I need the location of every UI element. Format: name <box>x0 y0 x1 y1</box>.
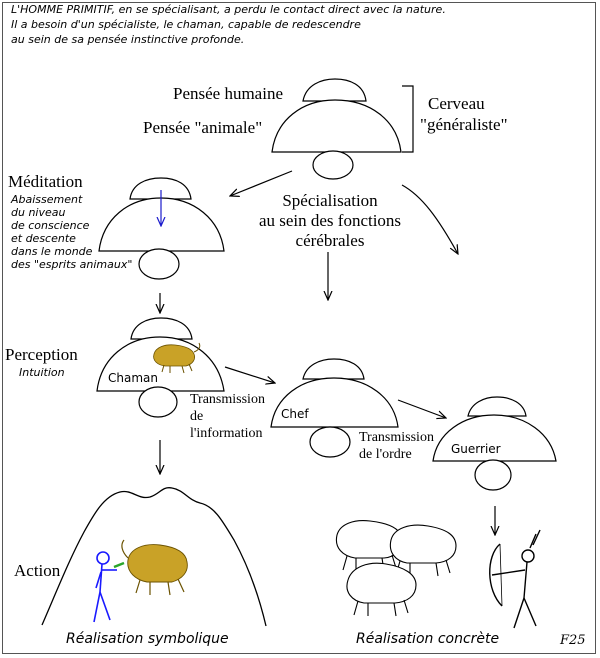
specialisation-line-1: Spécialisation <box>282 191 378 210</box>
transmission-info-2: de <box>190 409 204 424</box>
arrow-chef-to-guerrier <box>397 399 446 418</box>
label-chef: Chef <box>281 407 309 421</box>
bison-perception-icon <box>153 342 201 374</box>
meditation-note-3: de conscience <box>11 219 90 232</box>
meditation-note-6: des "esprits animaux" <box>11 258 133 271</box>
brain-chef <box>270 358 399 458</box>
label-cerveau: Cerveau <box>428 94 485 113</box>
arrow-chaman-to-chef <box>224 366 275 383</box>
label-pensee-humaine: Pensée humaine <box>173 84 283 103</box>
transmission-info-1: Transmission <box>190 392 265 407</box>
bracket-cerveau <box>402 85 414 153</box>
signature: F25 <box>560 633 586 648</box>
label-chaman: Chaman <box>108 371 158 385</box>
specialisation-line-3: cérébrales <box>295 231 365 250</box>
intro-line-2: Il a besoin d'un spécialiste, le chaman,… <box>11 18 361 31</box>
meditation-note-5: dans le monde <box>11 245 93 258</box>
meditation-note-1: Abaissement <box>11 193 83 206</box>
label-action: Action <box>14 561 61 580</box>
cave-outline <box>41 487 267 627</box>
label-pensee-animale: Pensée "animale" <box>143 118 263 137</box>
meditation-note-4: et descente <box>11 232 76 245</box>
transmission-ordre-2: de l'ordre <box>359 447 412 462</box>
label-intuition: Intuition <box>19 366 65 379</box>
arrow-to-guerrier <box>401 184 458 254</box>
arrow-to-meditation <box>230 170 293 196</box>
bison-herd-icon <box>335 520 457 617</box>
label-generaliste: "généraliste" <box>420 115 508 134</box>
label-guerrier: Guerrier <box>451 442 501 456</box>
meditation-note-2: du niveau <box>11 206 66 219</box>
brain-guerrier <box>432 396 557 491</box>
label-perception: Perception <box>5 345 78 364</box>
intro-line-3: au sein de sa pensée instinctive profond… <box>11 33 245 46</box>
archer-icon <box>489 529 541 629</box>
label-meditation: Méditation <box>8 172 83 191</box>
transmission-ordre-1: Transmission <box>359 430 434 445</box>
intro-line-1: L'HOMME PRIMITIF, en se spécialisant, a … <box>11 3 446 16</box>
painter-figure-icon <box>93 551 117 623</box>
brain-generaliste <box>271 78 402 180</box>
specialisation-line-2: au sein des fonctions <box>258 211 402 230</box>
caption-realisation-symbolique: Réalisation symbolique <box>66 631 229 647</box>
caption-realisation-concrete: Réalisation concrète <box>356 631 500 647</box>
bison-cave-painting-icon <box>113 539 188 596</box>
transmission-info-3: l'information <box>190 426 263 441</box>
